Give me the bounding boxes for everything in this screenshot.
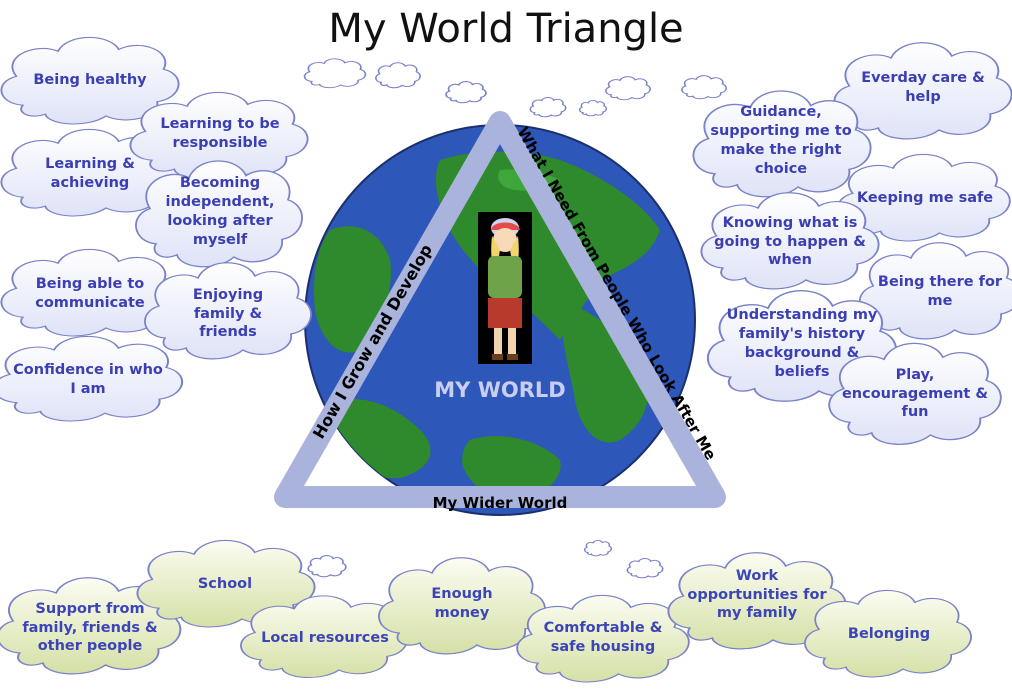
cloud-being-healthy: Being healthy xyxy=(33,71,147,88)
center-label: MY WORLD xyxy=(434,378,566,402)
cloud-keeping-me-safe: Keeping me safe xyxy=(856,189,994,206)
cloud-enough-money: Enough money xyxy=(431,586,493,621)
continents xyxy=(313,151,660,500)
cloud-confidence: Confidence in who I am xyxy=(13,362,163,397)
cloud-work-opportunities: Work opportunities for my family xyxy=(687,567,827,622)
cloud-everday-care: Everday care & help xyxy=(861,70,985,105)
cloud-play-encouragement: Play, encouragement & fun xyxy=(841,366,989,421)
cloud-comfortable-housing: Comfortable & safe housing xyxy=(543,620,663,655)
cloud-support-from-family: Support from family, friends & other peo… xyxy=(22,600,158,655)
cloud-belonging: Belonging xyxy=(847,625,931,642)
cloud-learning-to-be-responsible: Learning to be responsible xyxy=(160,116,280,151)
cloud-school: School xyxy=(197,575,253,592)
triangle-frame xyxy=(274,111,726,508)
cloud-understanding-history: Understanding my family's history backgr… xyxy=(726,307,878,380)
cloud-enjoying-family-friends: Enjoying family & friends xyxy=(192,286,264,341)
cloud-local-resources: Local resources xyxy=(261,629,389,646)
child-figure xyxy=(478,212,532,364)
bottom-side-label: My Wider World xyxy=(433,494,568,512)
cloud-learning-achieving: Learning & achieving xyxy=(45,156,135,191)
cloud-knowing-what-happens: Knowing what is going to happen & when xyxy=(714,214,866,269)
page-title: My World Triangle xyxy=(328,6,684,52)
cloud-being-there: Being there for me xyxy=(877,274,1003,309)
cloud-becoming-independent: Becoming independent, looking after myse… xyxy=(165,175,275,248)
cloud-guidance: Guidance, supporting me to make the righ… xyxy=(710,104,852,177)
cloud-being-able-to-communicate: Being able to communicate xyxy=(35,276,145,311)
